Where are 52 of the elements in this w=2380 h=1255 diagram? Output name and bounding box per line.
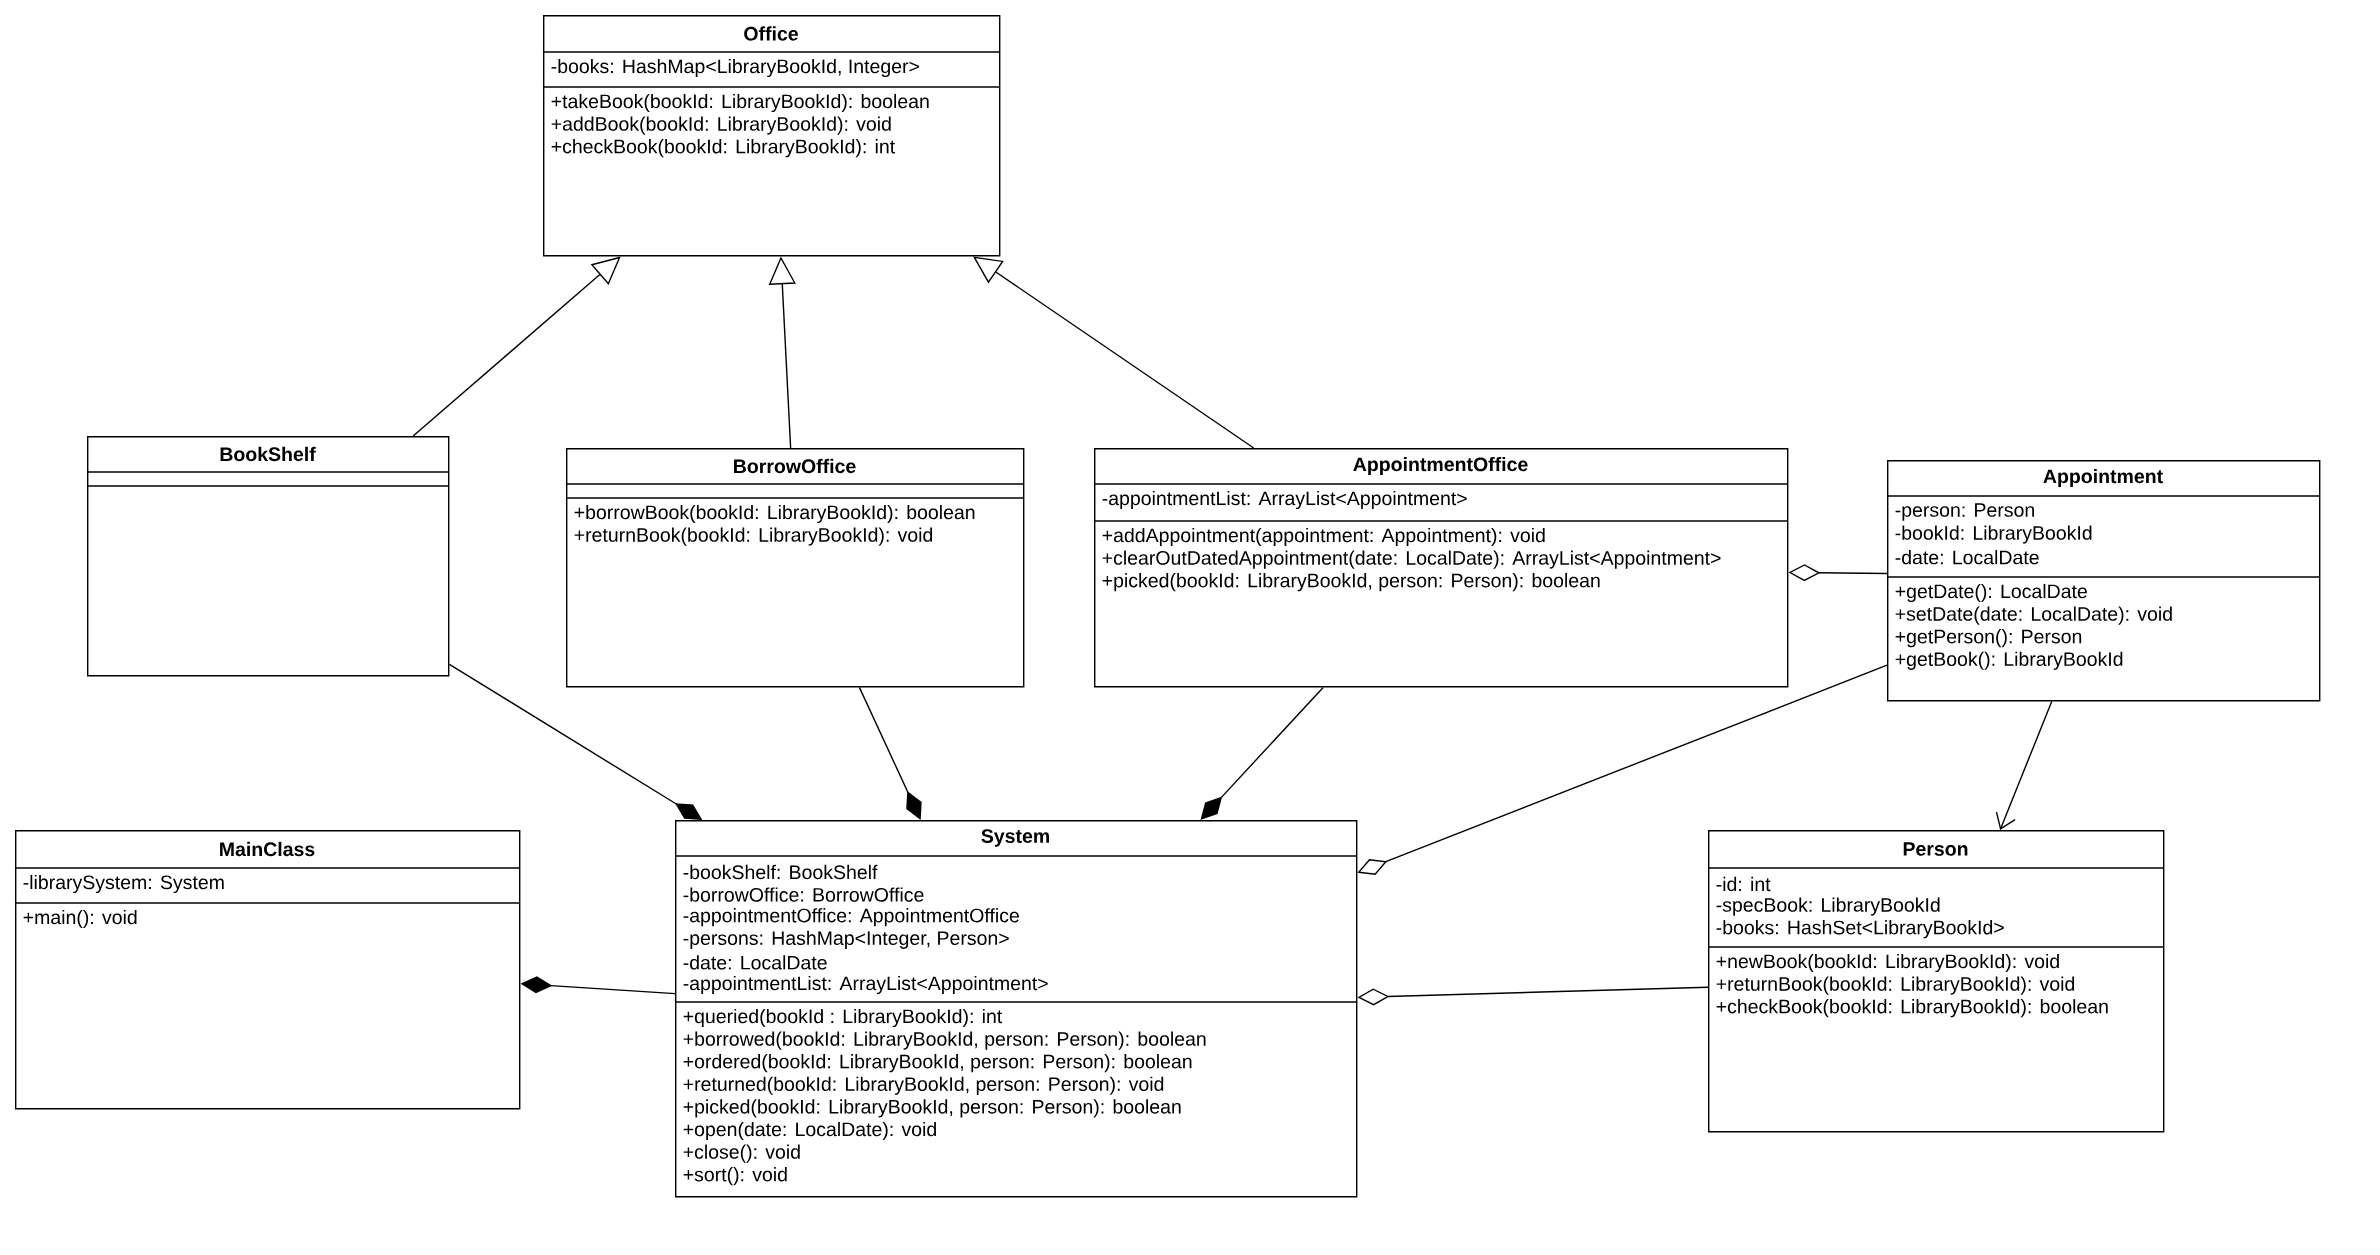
arrow [1995, 700, 2053, 830]
method-text: +picked(bookId: LibraryBookId, person: Person): boolean [1102, 573, 1600, 592]
method-text: +newBook(bookId: LibraryBookId): void [1716, 953, 2059, 973]
class-name: System [981, 829, 1049, 847]
method-text: +getBook(): LibraryBookId [1895, 651, 2123, 670]
class-name: Appointment [2043, 468, 2163, 488]
attribute-text: -persons: HashMap<Integer, Person> [683, 930, 1009, 949]
attribute-text: -books: HashSet<LibraryBookId> [1716, 920, 2004, 939]
method-text: +picked(bookId: LibraryBookId, person: Person): boolean [683, 1099, 1181, 1118]
attribute-text: -borrowOffice: BorrowOffice [683, 887, 924, 902]
method-text: +queried(bookId : LibraryBookId): int [683, 1008, 1003, 1028]
method-text: +main(): void [23, 909, 137, 929]
arrow [412, 256, 621, 437]
method-text: +getDate(): LocalDate [1895, 583, 2087, 603]
method-text: +returnBook(bookId: LibraryBookId): void [574, 527, 933, 546]
attribute-text: -appointmentOffice: AppointmentOffice [683, 908, 1019, 927]
attribute-text: -books: HashMap<LibraryBookId, Integer> [551, 58, 919, 78]
method-text: +addAppointment(appointment: Appointment): void [1102, 527, 1545, 547]
association-line [858, 686, 922, 820]
method-text: +takeBook(bookId: LibraryBookId): boolean [551, 93, 929, 113]
attribute-text: -bookId: LibraryBookId [1895, 525, 2092, 544]
method-text: +clearOutDatedAppointment(date: LocalDate): ArrayList<Appointment> [1102, 550, 1721, 569]
method-text: +ordered(bookId: LibraryBookId, person: Person): boolean [683, 1054, 1192, 1073]
method-text: +open(date: LocalDate): void [683, 1121, 936, 1141]
attribute-text: -specBook: LibraryBookId [1716, 897, 1940, 916]
attribute-text: -person: Person [1895, 503, 2034, 521]
method-text: +returned(bookId: LibraryBookId, person: Person): void [683, 1076, 1164, 1095]
method-text: +checkBook(bookId: LibraryBookId): boolean [1716, 999, 2108, 1018]
class-name: BookShelf [220, 446, 316, 462]
class-name: Person [1903, 842, 1968, 856]
method-text: +returnBook(bookId: LibraryBookId): void [1716, 976, 2075, 995]
method-text: +getPerson(): Person [1895, 629, 2082, 648]
attribute-text: -bookShelf: BookShelf [683, 864, 878, 880]
method-text: +setDate(date: LocalDate): void [1895, 606, 2172, 625]
method-text: +checkBook(bookId: LibraryBookId): int [551, 139, 895, 158]
class-name: BorrowOffice [734, 458, 856, 474]
method-text: +borrowBook(bookId: LibraryBookId): boolean [574, 504, 975, 524]
arrow [973, 256, 1255, 449]
attribute-text: -appointmentList: ArrayList<Appointment> [1102, 490, 1467, 510]
method-text: +borrowed(bookId: LibraryBookId, person: Person): boolean [683, 1031, 1206, 1050]
class-name: Office [744, 26, 798, 41]
attribute-text: -appointmentList: ArrayList<Appointment> [683, 975, 1048, 995]
attribute-text: -librarySystem: System [23, 874, 224, 894]
association-line [1200, 686, 1324, 820]
attribute-text: -id: int [1716, 876, 1771, 892]
method-text: +close(): void [683, 1144, 800, 1163]
attribute-text: -date: LocalDate [1895, 550, 2039, 565]
class-name: AppointmentOffice [1353, 456, 1528, 476]
method-text: +addBook(bookId: LibraryBookId): void [551, 116, 891, 135]
method-text: +sort(): void [683, 1167, 787, 1186]
attribute-text: -date: LocalDate [683, 955, 827, 970]
class-name: MainClass [220, 841, 315, 857]
